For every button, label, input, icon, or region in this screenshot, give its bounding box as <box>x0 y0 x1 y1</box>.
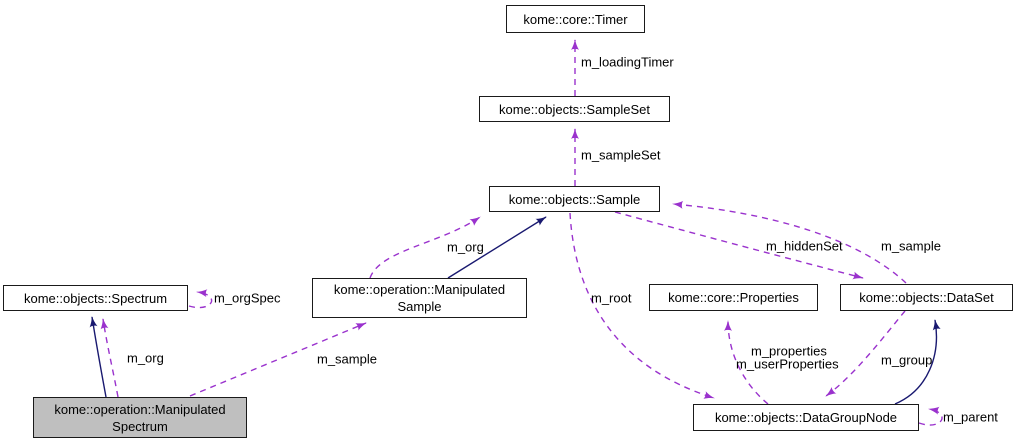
edge-m-sample-dataset-sample <box>672 200 907 284</box>
node-kome-operation-manipulatedspectrum-focus: kome::operation::Manipulated Spectrum <box>33 397 247 438</box>
edge-label-m-org-left: m_org <box>127 350 164 366</box>
node-label: kome::operation::Manipulated <box>333 282 506 297</box>
node-kome-core-timer[interactable]: kome::core::Timer <box>506 5 645 33</box>
edge-label-m-org-center: m_org <box>447 239 484 255</box>
edge-label-m-loadingTimer: m_loadingTimer <box>581 54 674 70</box>
edge-m-group <box>825 310 906 397</box>
node-label: kome::objects::Sample <box>508 191 641 207</box>
edge-label-m-group: m_group <box>881 352 933 368</box>
node-kome-objects-datagroupnode[interactable]: kome::objects::DataGroupNode <box>693 404 919 431</box>
edge-inheritance-datagroupnode-dataset <box>894 319 941 405</box>
edge-m-org-manipulatedsample-sample <box>369 216 481 279</box>
node-label: kome::core::Properties <box>668 290 799 305</box>
node-label: kome::objects::SampleSet <box>498 101 651 117</box>
node-kome-operation-manipulatedsample[interactable]: kome::operation::Manipulated Sample <box>312 278 527 318</box>
edge-m-orgSpec-self-loop <box>188 289 213 309</box>
node-label: kome::operation::Manipulated <box>54 401 226 417</box>
node-label: kome::objects::Spectrum <box>23 290 168 306</box>
edge-inheritance-manipulatedsample-sample <box>447 216 547 279</box>
edge-label-m-userProperties: m_userProperties <box>736 356 839 372</box>
edge-m-root <box>569 212 715 399</box>
edge-label-m-hiddenSet: m_hiddenSet <box>766 238 843 254</box>
node-label: kome::objects::DataSet <box>859 290 994 305</box>
edge-label-m-sample-right: m_sample <box>881 238 941 254</box>
node-label: kome::objects::DataGroupNode <box>714 410 898 425</box>
edge-m-org-manipulatedspectrum-spectrum <box>100 318 119 398</box>
edge-label-m-sample-left: m_sample <box>317 351 377 367</box>
edge-m-properties <box>724 320 769 405</box>
node-kome-objects-sampleset[interactable]: kome::objects::SampleSet <box>479 96 670 122</box>
edge-label-m-parent: m_parent <box>943 409 998 425</box>
edge-label-m-sampleSet: m_sampleSet <box>581 147 661 163</box>
node-kome-core-properties[interactable]: kome::core::Properties <box>649 284 818 311</box>
node-kome-objects-sample[interactable]: kome::objects::Sample <box>489 186 660 212</box>
edge-label-m-root: m_root <box>591 290 632 306</box>
node-label: Spectrum <box>112 418 168 434</box>
edge-m-parent-self-loop <box>918 406 943 426</box>
edge-m-sample-manipulatedspectrum-manipulatedsample <box>189 322 367 397</box>
node-label: Sample <box>397 299 442 314</box>
edge-label-m-orgSpec: m_orgSpec <box>214 290 281 306</box>
node-kome-objects-dataset[interactable]: kome::objects::DataSet <box>840 284 1013 311</box>
edge-m-hiddenSet <box>614 211 864 280</box>
edge-label-m-properties: m_properties <box>751 343 827 359</box>
node-label: kome::core::Timer <box>523 11 628 27</box>
node-kome-objects-spectrum[interactable]: kome::objects::Spectrum <box>3 285 188 311</box>
edge-inheritance-manipulatedspectrum-spectrum <box>89 316 107 398</box>
